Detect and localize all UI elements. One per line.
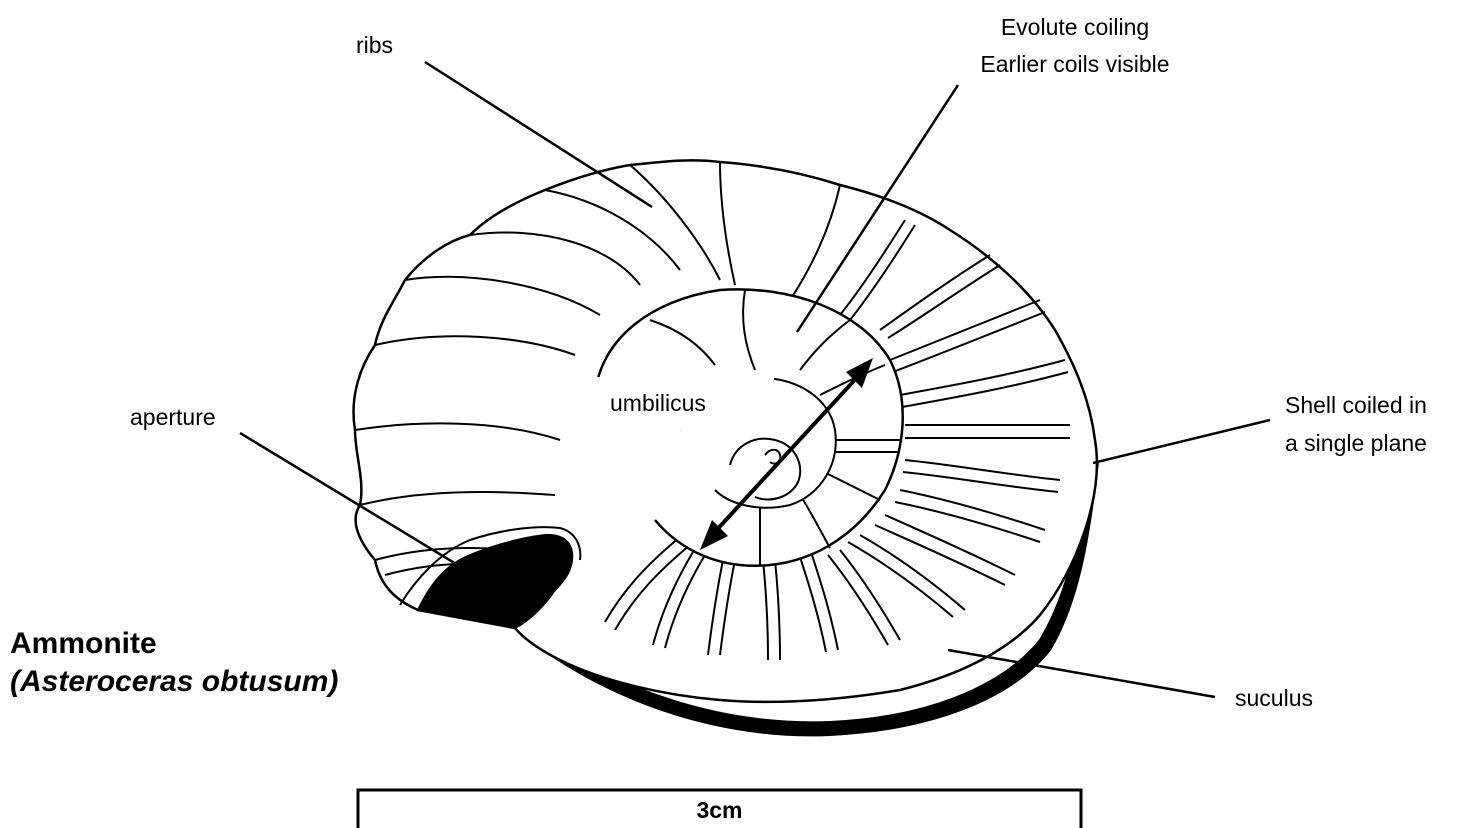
aperture-label: aperture [130,404,216,431]
single-plane-label: a single plane [1285,430,1427,457]
earlier-coils-label: Earlier coils visible [940,51,1210,78]
evolute-coiling-label: Evolute coiling [940,14,1210,41]
suculus-label: suculus [1235,685,1313,712]
scientific-name: (Asteroceras obtusum) [10,663,338,701]
scale-bar-label: 3cm [358,797,1081,824]
ribs-label: ribs [356,32,393,59]
ribs-leader-line [425,62,652,207]
figure-title: Ammonite (Asteroceras obtusum) [10,625,338,701]
shell-coiled-label: Shell coiled in [1285,392,1427,419]
shell-plane-leader-line [1093,420,1270,463]
common-name: Ammonite [10,625,338,663]
umbilicus-label: umbilicus [610,390,706,417]
